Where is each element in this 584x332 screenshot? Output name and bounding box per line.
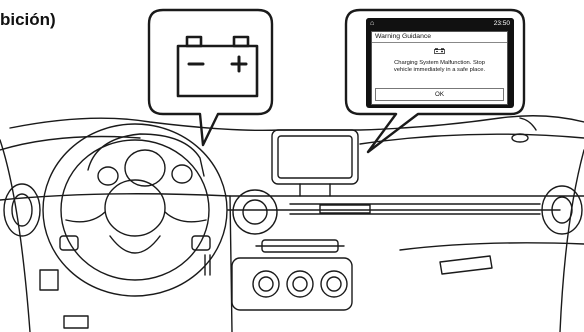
infotainment-screen: ⌂ 23:50 Warning Guidance Charging System… xyxy=(366,18,514,108)
dashboard-top-line xyxy=(10,116,584,131)
status-bar: ⌂ 23:50 xyxy=(366,18,514,29)
climate-knob-right xyxy=(321,271,347,297)
left-vent xyxy=(4,184,40,236)
warning-dialog: Warning Guidance Charging System Malfunc… xyxy=(371,31,508,105)
center-display xyxy=(272,130,358,184)
dialog-title: Warning Guidance xyxy=(372,32,507,43)
climate-knob-center xyxy=(287,271,313,297)
battery-warning-icon xyxy=(434,48,445,54)
home-icon[interactable]: ⌂ xyxy=(370,18,374,29)
ok-button[interactable]: OK xyxy=(375,88,504,101)
climate-knob-left xyxy=(253,271,279,297)
steering-wheel xyxy=(43,124,227,296)
status-time: 23:50 xyxy=(494,18,510,29)
dialog-message-line2: vehicle immediately in a safe place. xyxy=(375,67,504,74)
dialog-message-line1: Charging System Malfunction. Stop xyxy=(375,60,504,67)
glovebox-handle xyxy=(440,256,492,274)
dialog-message: Charging System Malfunction. Stop vehicl… xyxy=(372,60,507,74)
battery-warning-icon xyxy=(178,37,257,96)
